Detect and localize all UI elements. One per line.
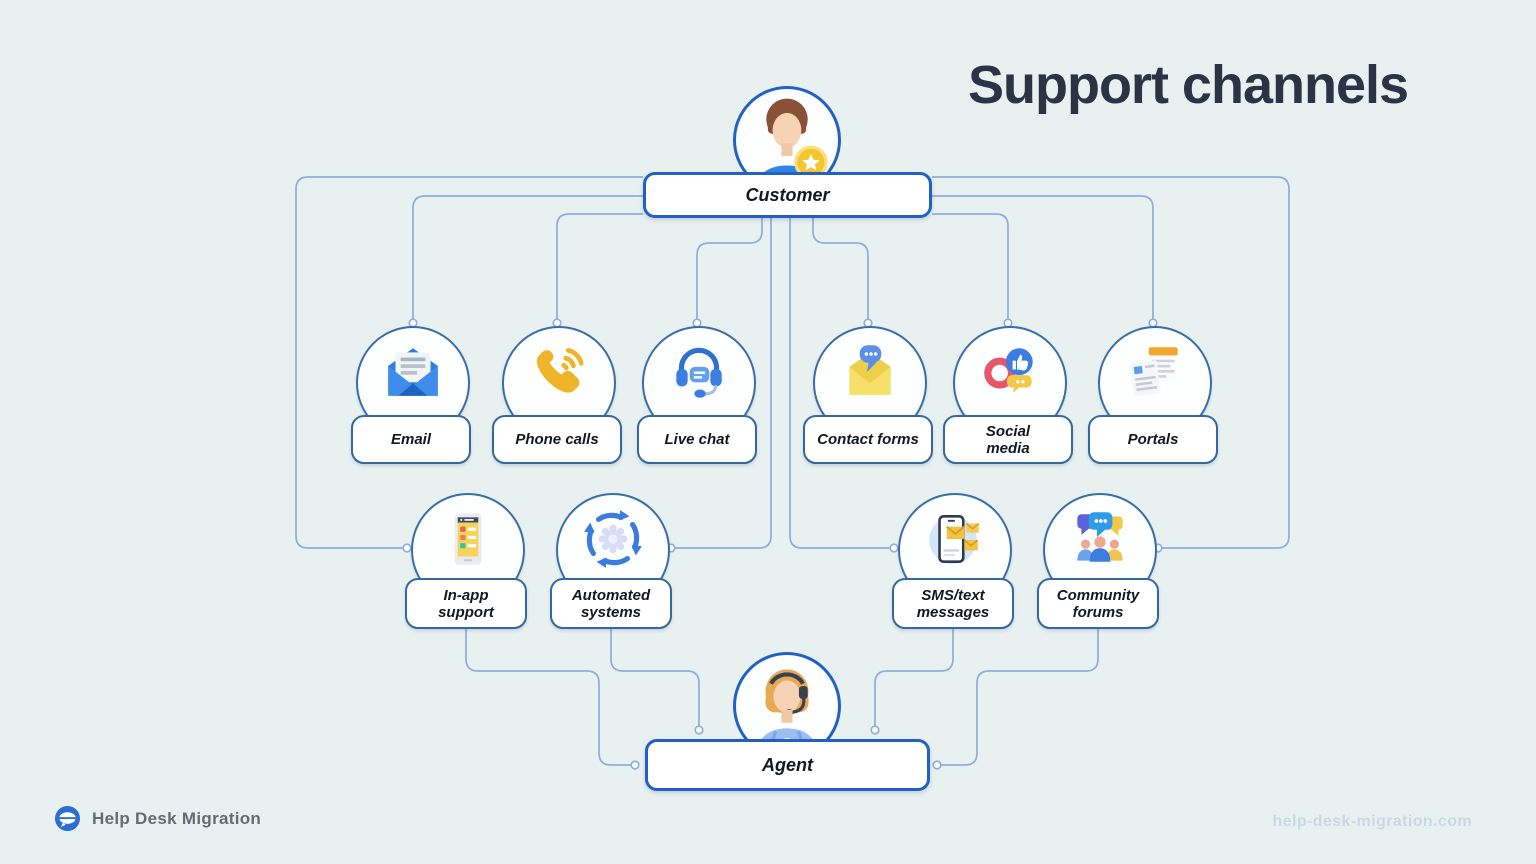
live-chat-label: Live chat: [637, 415, 757, 464]
phone-icon: [536, 347, 584, 393]
contact-forms-label: Contact forms: [803, 415, 933, 464]
social-reactions-icon: [984, 348, 1033, 393]
headset-chat-icon: [676, 347, 722, 398]
people-bubbles-icon: [1077, 512, 1123, 562]
customer-label: Customer: [745, 184, 830, 205]
portals-label: Portals: [1088, 415, 1218, 464]
email-label: Email: [351, 415, 471, 464]
automated-systems-label: Automated systems: [550, 578, 672, 629]
agent-label: Agent: [762, 754, 813, 775]
customer-node: Customer: [643, 172, 932, 218]
sms-text-label: SMS/text messages: [892, 578, 1014, 629]
documents-icon: [1130, 347, 1178, 396]
phone-calls-label: Phone calls: [492, 415, 622, 464]
envelope-message-icon: [849, 345, 891, 395]
footer-website: help-desk-migration.com: [1272, 813, 1472, 830]
sync-gear-icon: [584, 510, 642, 568]
email-icon: [388, 348, 438, 396]
in-app-support-label: In-app support: [405, 578, 527, 629]
help-desk-migration-logo: [54, 805, 81, 832]
phone-envelopes-icon: [929, 515, 980, 564]
footer-brand: Help Desk Migration: [54, 805, 261, 832]
community-forums-label: Community forums: [1037, 578, 1159, 629]
agent-node: Agent: [645, 739, 930, 791]
portals-node-circle: [1098, 326, 1212, 440]
mobile-app-icon: [454, 513, 482, 565]
page-title: Support channels: [967, 55, 1409, 115]
footer-brand-text: Help Desk Migration: [92, 808, 262, 828]
social-media-label: Social media: [943, 415, 1073, 464]
